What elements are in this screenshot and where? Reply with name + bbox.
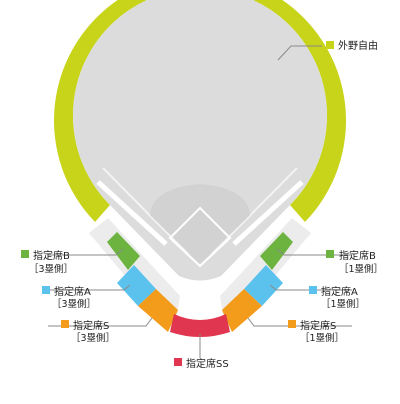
legend-a-third-swatch [42, 286, 50, 294]
first-base-fence [232, 180, 304, 246]
legend-s-first-swatch [288, 320, 296, 328]
first-base-line [211, 167, 298, 255]
legend-a-third-label: 指定席A [54, 285, 91, 298]
leader-b-third [48, 248, 124, 256]
legend-outfield-label: 外野自由 [338, 39, 378, 52]
legend-b-first-swatch [326, 250, 334, 258]
infield-dirt [150, 184, 250, 264]
legend-a-first-swatch [309, 286, 317, 294]
legend-outfield-swatch [326, 41, 334, 49]
legend-ss-label: 指定席SS [186, 357, 229, 370]
legend-s-first-label: 指定席S [300, 319, 336, 332]
third-base-line [102, 167, 189, 255]
field-area [73, 0, 327, 281]
legend-a-first-label: 指定席A [321, 285, 358, 298]
legend-b-first-label: 指定席B [339, 249, 376, 262]
infield-diamond [168, 206, 232, 268]
reserved-a-first-section[interactable] [244, 265, 283, 306]
legend-a-third-side: ［3塁側］ [52, 298, 96, 310]
legend-s-first-side: ［1塁側］ [300, 332, 344, 344]
legend-a-first-side: ［1塁側］ [321, 298, 365, 310]
third-base-fence [96, 180, 168, 246]
legend-b-third-side: ［3塁側］ [29, 263, 73, 275]
legend-ss-swatch [174, 358, 182, 366]
legend-b-first-side: ［1塁側］ [339, 263, 383, 275]
leader-s-first [247, 317, 352, 327]
leader-s-third [48, 317, 153, 327]
legend-s-third-side: ［3塁側］ [71, 332, 115, 344]
reserved-b-first-section[interactable] [260, 232, 293, 270]
legend-s-third-swatch [61, 320, 69, 328]
reserved-s-third-section[interactable] [138, 289, 178, 332]
reserved-b-third-section[interactable] [107, 232, 140, 270]
legend-s-third-label: 指定席S [73, 319, 109, 332]
legend-b-third-swatch [21, 250, 29, 258]
leader-a-third [48, 284, 131, 291]
reserved-a-third-section[interactable] [117, 265, 156, 306]
reserved-s-first-section[interactable] [222, 289, 262, 332]
reserved-ss-section[interactable] [170, 314, 230, 337]
leader-outfield [277, 45, 322, 61]
legend-b-third-label: 指定席B [33, 249, 70, 262]
leader-a-first [269, 284, 352, 291]
outfield-free-section[interactable] [54, 0, 346, 222]
